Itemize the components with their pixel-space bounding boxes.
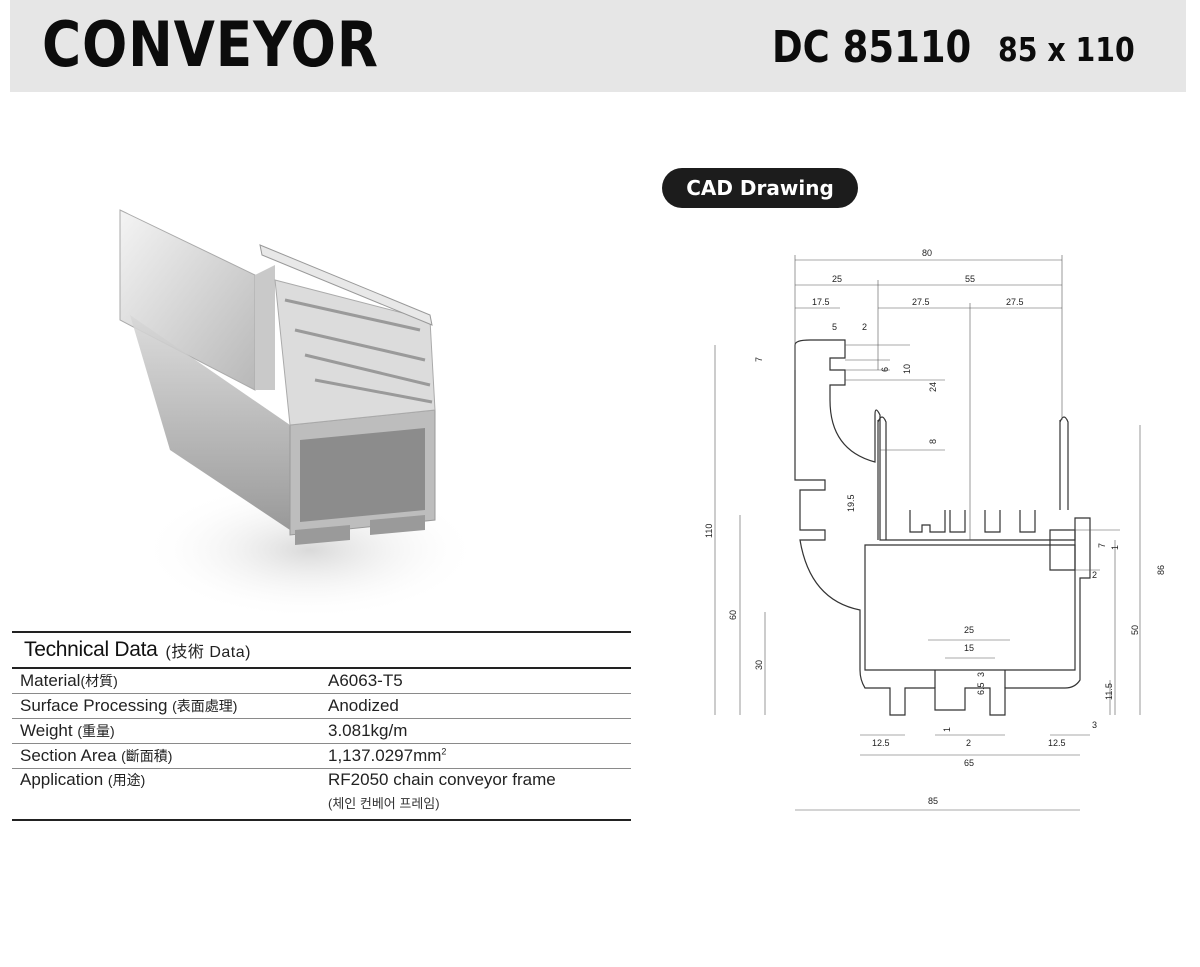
section-area-value: 1,137.0297mm xyxy=(328,746,442,765)
dim-25-bottom: 25 xyxy=(964,625,974,635)
dim-65: 65 xyxy=(964,758,974,768)
table-row-section-area: Section Area (斷面積) 1,137.0297mm2 xyxy=(12,744,631,769)
profile-size: 85 x 110 xyxy=(998,30,1135,69)
section-area-key: Section Area xyxy=(20,746,117,765)
dim-5: 5 xyxy=(832,322,837,332)
application-key-sub: (用途) xyxy=(107,772,146,788)
dim-15: 15 xyxy=(964,643,974,653)
dim-11-5: 11.5 xyxy=(1104,683,1114,700)
dim-2-top: 2 xyxy=(862,322,867,332)
dim-12-5-left: 12.5 xyxy=(872,738,890,748)
product-photo xyxy=(119,209,470,620)
dim-86: 86 xyxy=(1156,565,1166,575)
dim-24: 24 xyxy=(928,382,938,392)
table-row-material: Material(材質) A6063-T5 xyxy=(12,669,631,694)
material-key: Material xyxy=(20,671,81,690)
technical-data-title: Technical Data (技術 Data) xyxy=(12,633,631,667)
dim-60: 60 xyxy=(728,610,738,620)
cad-drawing: 80 25 55 17.5 27.5 27.5 5 2 7 6 10 24 8 … xyxy=(704,248,1166,811)
weight-key-sub: (重量) xyxy=(77,723,115,739)
dim-25: 25 xyxy=(832,274,842,284)
material-value: A6063-T5 xyxy=(328,671,403,690)
dim-19-5: 19.5 xyxy=(846,494,856,512)
table-rule-mid xyxy=(12,667,631,669)
dim-2-bottom: 2 xyxy=(966,738,971,748)
page-title: CONVEYOR xyxy=(42,8,379,81)
dim-3-bottom: 3 xyxy=(1092,720,1097,730)
surface-value: Anodized xyxy=(328,696,399,715)
technical-data-heading-sub: (技術 Data) xyxy=(165,644,251,661)
model-number: DC 85110 xyxy=(772,22,972,73)
surface-key-sub: (表面處理) xyxy=(172,698,238,714)
dim-55: 55 xyxy=(965,274,975,284)
dim-3-inner: 3 xyxy=(976,672,986,677)
application-value: RF2050 chain conveyor frame xyxy=(328,770,556,789)
application-note: (체인 컨베어 프레임) xyxy=(328,796,440,811)
table-rule-top xyxy=(12,631,631,633)
dim-30: 30 xyxy=(754,660,764,670)
dim-1-bottom: 1 xyxy=(942,727,952,732)
dim-7-top: 7 xyxy=(754,357,764,362)
technical-data-table: Technical Data (技術 Data) Material(材質) A6… xyxy=(12,631,631,821)
dim-8: 8 xyxy=(928,439,938,444)
table-row-weight: Weight (重量) 3.081kg/m xyxy=(12,719,631,744)
weight-key: Weight xyxy=(20,721,73,740)
dim-6: 6 xyxy=(880,367,890,372)
surface-key: Surface Processing xyxy=(20,696,168,715)
cad-drawing-label: CAD Drawing xyxy=(662,168,858,208)
dim-2-right: 2 xyxy=(1092,570,1097,580)
dim-17-5: 17.5 xyxy=(812,297,830,307)
dim-85: 85 xyxy=(928,796,938,806)
section-area-unit-sup: 2 xyxy=(441,746,447,757)
application-key: Application xyxy=(20,770,104,789)
header-band xyxy=(10,0,1186,92)
dim-6-5: 6.5 xyxy=(976,682,986,695)
dim-7-right: 7 xyxy=(1097,543,1107,548)
dim-110: 110 xyxy=(704,524,714,538)
table-row-surface: Surface Processing (表面處理) Anodized xyxy=(12,694,631,719)
dim-10: 10 xyxy=(902,364,912,374)
technical-data-heading: Technical Data xyxy=(24,638,158,661)
table-rule-bottom xyxy=(12,819,631,821)
material-key-sub: (材質) xyxy=(80,673,118,689)
dim-12-5-right: 12.5 xyxy=(1048,738,1066,748)
dim-80: 80 xyxy=(922,248,932,258)
dim-50: 50 xyxy=(1130,625,1140,635)
table-row-application: Application (用途) RF2050 chain conveyor f… xyxy=(12,769,631,819)
dim-1-right: 1 xyxy=(1110,545,1120,550)
dim-27-5-a: 27.5 xyxy=(912,297,930,307)
weight-value: 3.081kg/m xyxy=(328,721,408,740)
dim-27-5-b: 27.5 xyxy=(1006,297,1024,307)
section-area-key-sub: (斷面積) xyxy=(121,748,173,764)
